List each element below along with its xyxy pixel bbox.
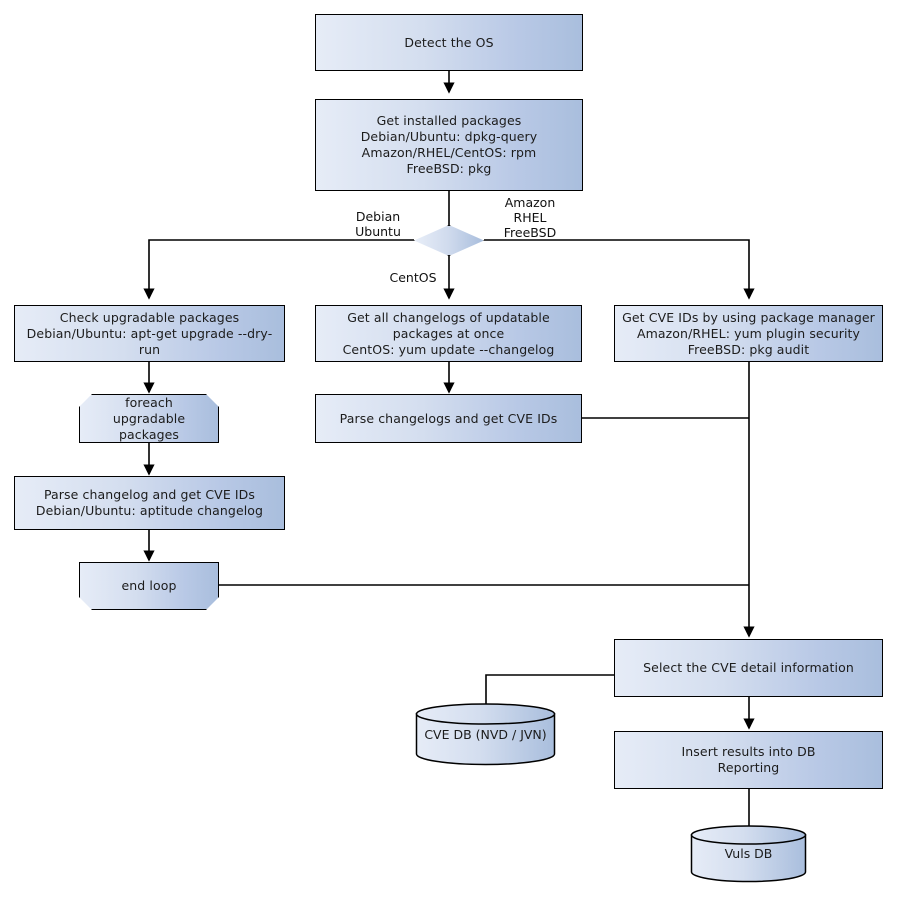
node-end-loop-label: end loop	[121, 578, 177, 593]
node-parse-changelogs-label: Parse changelogs and get CVE IDs	[339, 410, 558, 426]
node-foreach-loop-start-label: foreach upgradable packages	[112, 394, 186, 442]
node-detect-os[interactable]: Detect the OS	[315, 14, 583, 71]
node-get-cve-ids-package-manager-label: Get CVE IDs by using package manager Ama…	[622, 309, 875, 357]
node-get-all-changelogs-label: Get all changelogs of updatable packages…	[342, 309, 555, 357]
node-os-decision[interactable]	[414, 225, 484, 256]
edge-label-centos: CentOS	[389, 270, 437, 285]
node-vuls-db[interactable]: Vuls DB	[690, 825, 807, 883]
node-get-all-changelogs[interactable]: Get all changelogs of updatable packages…	[315, 305, 582, 362]
node-parse-changelog[interactable]: Parse changelog and get CVE IDs Debian/U…	[14, 476, 285, 530]
loop-end-shape	[79, 562, 219, 610]
node-vuls-db-label: Vuls DB	[724, 846, 773, 861]
node-detect-os-label: Detect the OS	[404, 34, 494, 50]
cylinder-shape-cve-db	[415, 703, 556, 766]
diamond-shape	[414, 225, 484, 256]
node-get-installed-packages[interactable]: Get installed packages Debian/Ubuntu: dp…	[315, 99, 583, 191]
node-cve-db-label: CVE DB (NVD / JVN)	[424, 726, 547, 742]
node-check-upgradable-packages[interactable]: Check upgradable packages Debian/Ubuntu:…	[14, 305, 285, 362]
node-end-loop[interactable]: end loop	[79, 562, 219, 610]
node-cve-db[interactable]: CVE DB (NVD / JVN)	[415, 703, 556, 766]
node-select-cve-detail-label: Select the CVE detail information	[643, 660, 854, 675]
edge-label-debian-ubuntu: Debian Ubuntu	[355, 209, 401, 239]
loop-start-shape	[79, 394, 219, 443]
edge-label-amazon-rhel-freebsd: Amazon RHEL FreeBSD	[503, 195, 557, 240]
node-get-cve-ids-package-manager[interactable]: Get CVE IDs by using package manager Ama…	[614, 305, 883, 362]
cylinder-shape-vuls-db	[690, 825, 807, 883]
node-insert-results[interactable]: Insert results into DB Reporting	[614, 731, 883, 789]
node-get-installed-packages-label: Get installed packages Debian/Ubuntu: dp…	[360, 113, 538, 176]
node-check-upgradable-packages-label: Check upgradable packages Debian/Ubuntu:…	[26, 309, 273, 357]
node-insert-results-label: Insert results into DB Reporting	[681, 744, 816, 775]
node-parse-changelog-label: Parse changelog and get CVE IDs Debian/U…	[35, 487, 264, 518]
node-foreach-loop-start[interactable]: foreach upgradable packages	[79, 394, 219, 443]
node-parse-changelogs[interactable]: Parse changelogs and get CVE IDs	[315, 394, 582, 443]
node-select-cve-detail[interactable]: Select the CVE detail information	[614, 639, 883, 697]
